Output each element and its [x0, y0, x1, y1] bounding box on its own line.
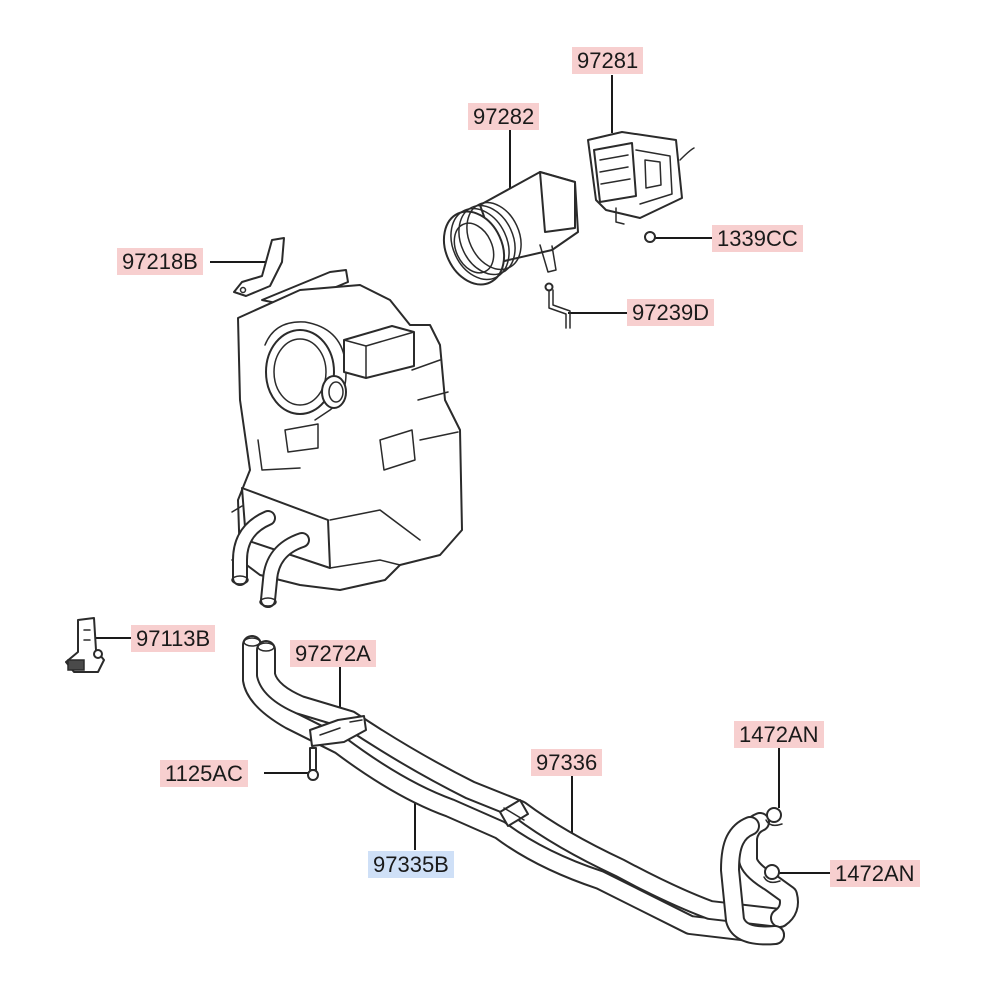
label-97335B[interactable]: 97335B — [368, 851, 454, 878]
part-1339CC-nut[interactable] — [644, 231, 656, 243]
part-97218B-bracket[interactable] — [233, 237, 285, 297]
part-1472AN-clamp-lower[interactable] — [763, 864, 781, 884]
label-1472AN-lower[interactable]: 1472AN — [830, 860, 920, 887]
label-1125AC[interactable]: 1125AC — [160, 760, 248, 787]
part-97336-heater-hose-rear[interactable] — [499, 799, 799, 946]
part-97281-actuator[interactable] — [587, 131, 695, 225]
heater-unit-assembly[interactable] — [231, 269, 463, 591]
part-97282-duct[interactable] — [433, 171, 579, 294]
label-97239D[interactable]: 97239D — [627, 299, 715, 326]
part-1472AN-clamp-upper[interactable] — [765, 807, 783, 827]
label-97281[interactable]: 97281 — [572, 47, 644, 74]
label-97272A[interactable]: 97272A — [290, 640, 376, 667]
leader-lines — [95, 75, 830, 874]
part-97335B-heater-hose[interactable] — [242, 635, 790, 945]
part-1125AC-bolt[interactable] — [307, 747, 319, 781]
label-1472AN-upper[interactable]: 1472AN — [734, 721, 824, 748]
label-97336[interactable]: 97336 — [531, 749, 603, 776]
heater-core-pipes[interactable] — [231, 510, 310, 608]
part-97239D-rod[interactable] — [544, 282, 571, 329]
part-97272A-clamp[interactable] — [309, 715, 367, 747]
label-97282[interactable]: 97282 — [468, 103, 540, 130]
part-97113B-clip[interactable] — [65, 617, 105, 673]
label-97113B[interactable]: 97113B — [131, 625, 216, 652]
label-1339CC[interactable]: 1339CC — [712, 225, 803, 252]
label-97218B[interactable]: 97218B — [117, 248, 203, 275]
